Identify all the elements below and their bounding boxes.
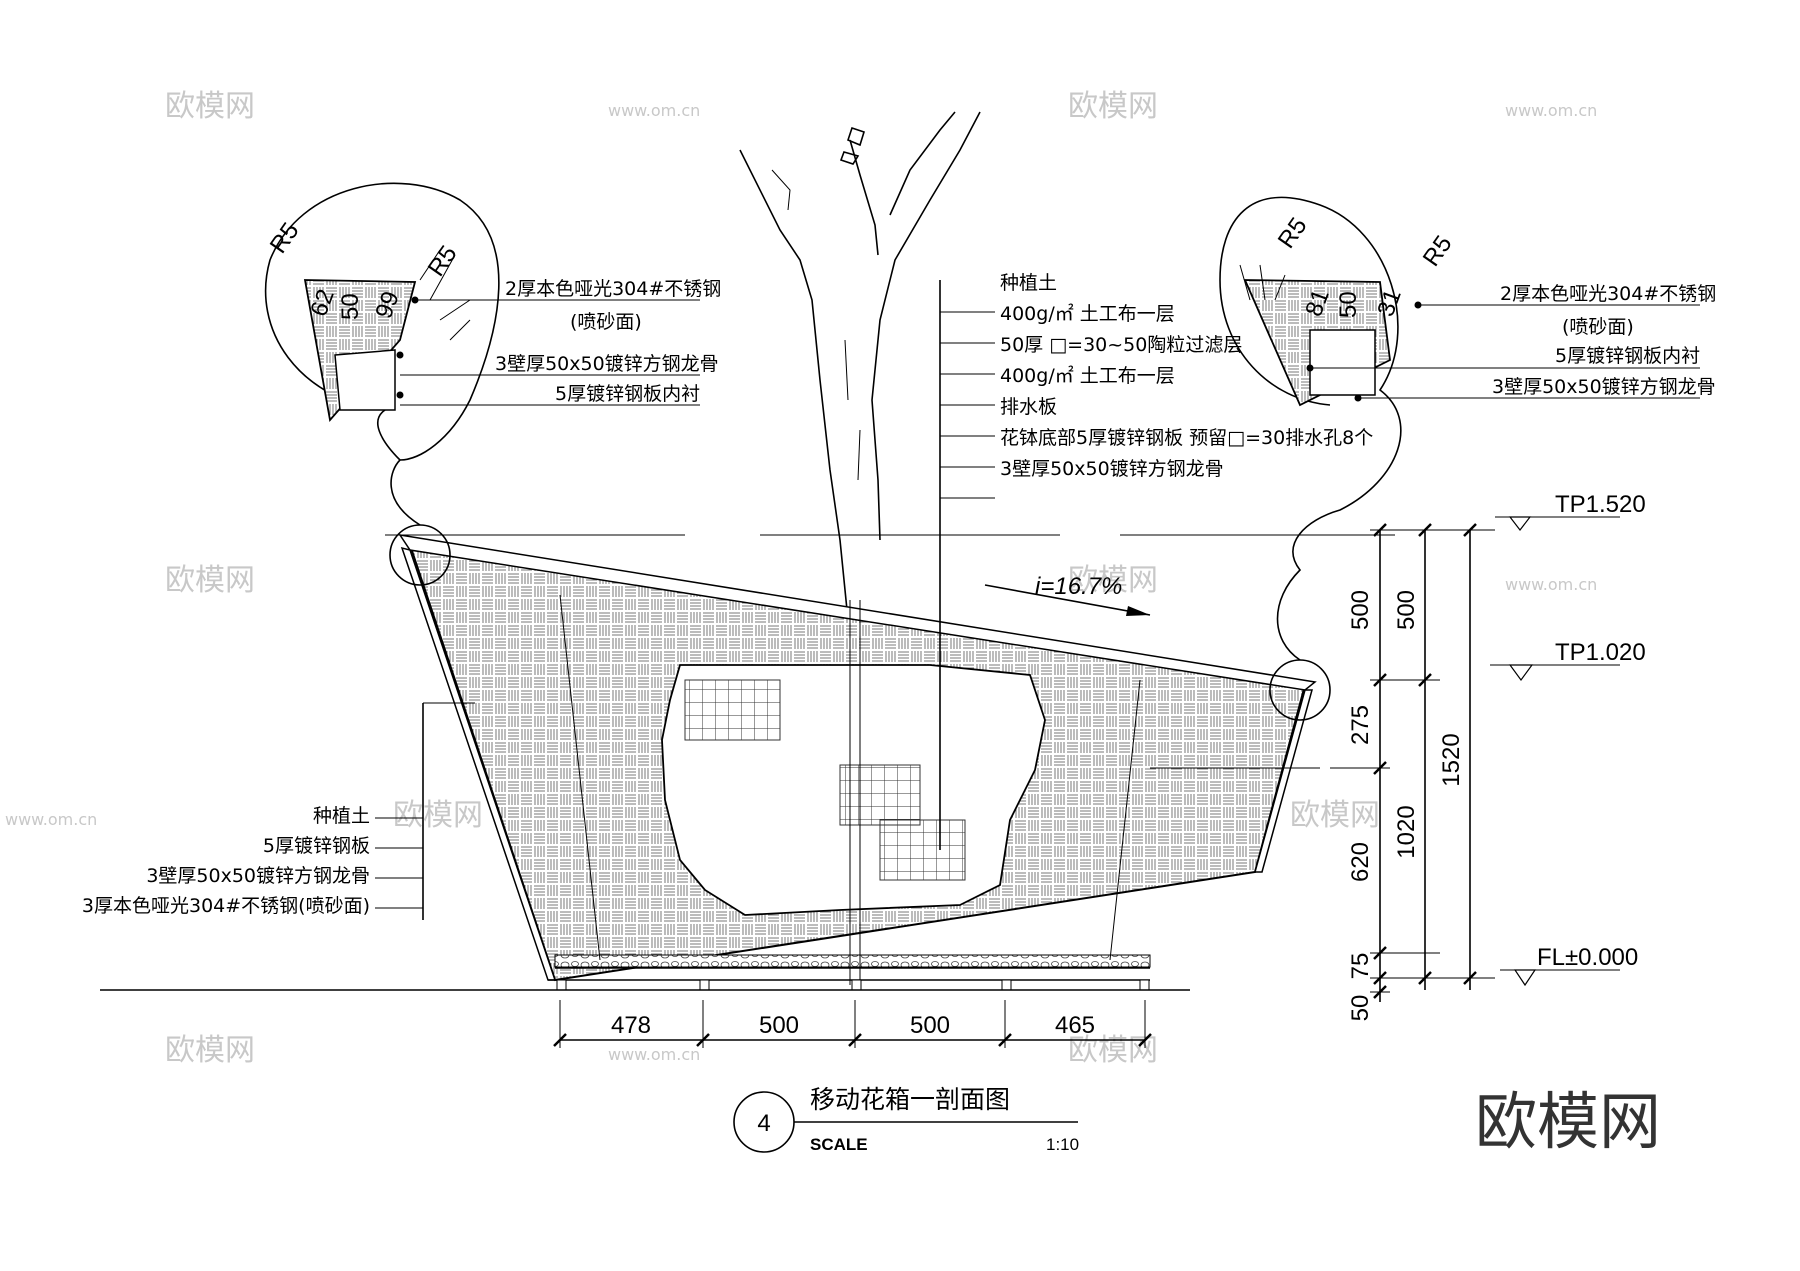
callout-center-6: 花钵底部5厚镀锌钢板 预留□=30排水孔8个 xyxy=(1000,427,1373,449)
vdim-mid-2: 1020 xyxy=(1393,805,1420,858)
watermark-logo: 欧模网 xyxy=(1290,798,1380,833)
vdim-inner-5: 50 xyxy=(1347,995,1374,1022)
title-block: 4 移动花箱一剖面图 SCALE 1:10 xyxy=(733,1085,1079,1154)
hdim-1: 478 xyxy=(611,1012,651,1039)
callout-left-2: 5厚镀锌钢板 xyxy=(263,835,370,857)
watermark-logo: 欧模网 xyxy=(165,89,255,124)
vdim-inner-3: 620 xyxy=(1347,842,1374,882)
planter-body xyxy=(100,524,1331,991)
brand-logo-text: 欧模网 xyxy=(1475,1085,1661,1158)
detail-left-label-3: 3壁厚50x50镀锌方钢龙骨 xyxy=(495,353,719,375)
vdim-inner-1: 500 xyxy=(1347,590,1374,630)
detail-left-radius-2: R5 xyxy=(423,241,463,282)
center-callouts: 种植土 400g/㎡ 土工布一层 50厚 □=30~50陶粒过滤层 400g/㎡… xyxy=(939,272,1373,850)
level-markers: TP1.520 TP1.020 FL±0.000 xyxy=(1490,491,1646,987)
slope-indicator: i=16.7% xyxy=(984,573,1151,616)
left-callouts: 种植土 5厚镀锌钢板 3壁厚50x50镀锌方钢龙骨 3厚本色哑光304#不锈钢(… xyxy=(82,702,475,920)
horizontal-dimensions: 478 500 500 465 xyxy=(553,1000,1152,1048)
hdim-3: 500 xyxy=(910,1012,950,1039)
detail-right-label-2: (喷砂面) xyxy=(1562,316,1634,338)
detail-right-label-4: 3壁厚50x50镀锌方钢龙骨 xyxy=(1492,376,1716,398)
detail-right-radius-2: R5 xyxy=(1418,231,1458,272)
callout-center-5: 排水板 xyxy=(1000,396,1057,418)
watermark-url: www.om.cn xyxy=(608,101,700,120)
watermark-logo: 欧模网 xyxy=(393,798,483,833)
watermark-logo: 欧模网 xyxy=(165,1033,255,1068)
level-tp1520: TP1.520 xyxy=(1555,491,1646,518)
vdim-inner-4: 75 xyxy=(1347,953,1374,980)
level-tp1020: TP1.020 xyxy=(1555,639,1646,666)
callout-center-4: 400g/㎡ 土工布一层 xyxy=(1000,364,1175,387)
detail-left-dim-2: 50 xyxy=(337,293,364,320)
scale-value: 1:10 xyxy=(1046,1135,1079,1154)
watermark-url: www.om.cn xyxy=(1505,101,1597,120)
hdim-2: 500 xyxy=(759,1012,799,1039)
vdim-inner-2: 275 xyxy=(1347,705,1374,745)
detail-right: R5 R5 81 50 31 2厚本色哑光304#不锈钢 (喷砂面) 5厚镀锌钢… xyxy=(1219,196,1716,661)
watermark-url: www.om.cn xyxy=(5,810,97,829)
tree-trunk xyxy=(739,111,981,621)
detail-left-label-1: 2厚本色哑光304#不锈钢 xyxy=(505,278,721,300)
scale-label: SCALE xyxy=(810,1135,868,1154)
hdim-4: 465 xyxy=(1055,1012,1095,1039)
vertical-dimensions: 500 275 620 75 50 500 1020 1520 xyxy=(1330,523,1495,1022)
watermark-url: www.om.cn xyxy=(608,1045,700,1064)
drawing-title: 移动花箱一剖面图 xyxy=(810,1085,1010,1114)
watermark-logo: 欧模网 xyxy=(165,563,255,598)
watermark-logo: 欧模网 xyxy=(1068,1033,1158,1068)
vdim-mid-1: 500 xyxy=(1393,590,1420,630)
callout-center-1: 种植土 xyxy=(1000,272,1057,294)
callout-center-7: 3壁厚50x50镀锌方钢龙骨 xyxy=(1000,458,1224,480)
detail-right-label-1: 2厚本色哑光304#不锈钢 xyxy=(1500,283,1716,305)
detail-right-dim-2: 50 xyxy=(1335,291,1362,318)
section-number: 4 xyxy=(757,1110,770,1137)
watermark-logo: 欧模网 xyxy=(1068,89,1158,124)
watermark-logo: 欧模网 xyxy=(1068,563,1158,598)
watermark-url: www.om.cn xyxy=(1505,575,1597,594)
callout-left-3: 3壁厚50x50镀锌方钢龙骨 xyxy=(146,865,370,887)
callout-left-4: 3厚本色哑光304#不锈钢(喷砂面) xyxy=(82,895,370,917)
level-fl000: FL±0.000 xyxy=(1537,944,1638,971)
detail-right-radius-1: R5 xyxy=(1273,213,1313,254)
detail-left: R5 R5 62 50 99 2厚本色哑光304#不锈钢 (喷砂面) 3壁厚50… xyxy=(265,182,721,526)
detail-left-radius-1: R5 xyxy=(265,218,305,259)
detail-left-label-2: (喷砂面) xyxy=(570,311,642,333)
detail-left-label-4: 5厚镀锌钢板内衬 xyxy=(555,383,700,405)
callout-center-2: 400g/㎡ 土工布一层 xyxy=(1000,302,1175,325)
detail-right-label-3: 5厚镀锌钢板内衬 xyxy=(1555,345,1700,367)
vdim-outer-1: 1520 xyxy=(1438,733,1465,786)
callout-center-3: 50厚 □=30~50陶粒过滤层 xyxy=(1000,334,1242,356)
callout-left-1: 种植土 xyxy=(313,805,370,827)
slope-label: i=16.7% xyxy=(1035,573,1122,600)
